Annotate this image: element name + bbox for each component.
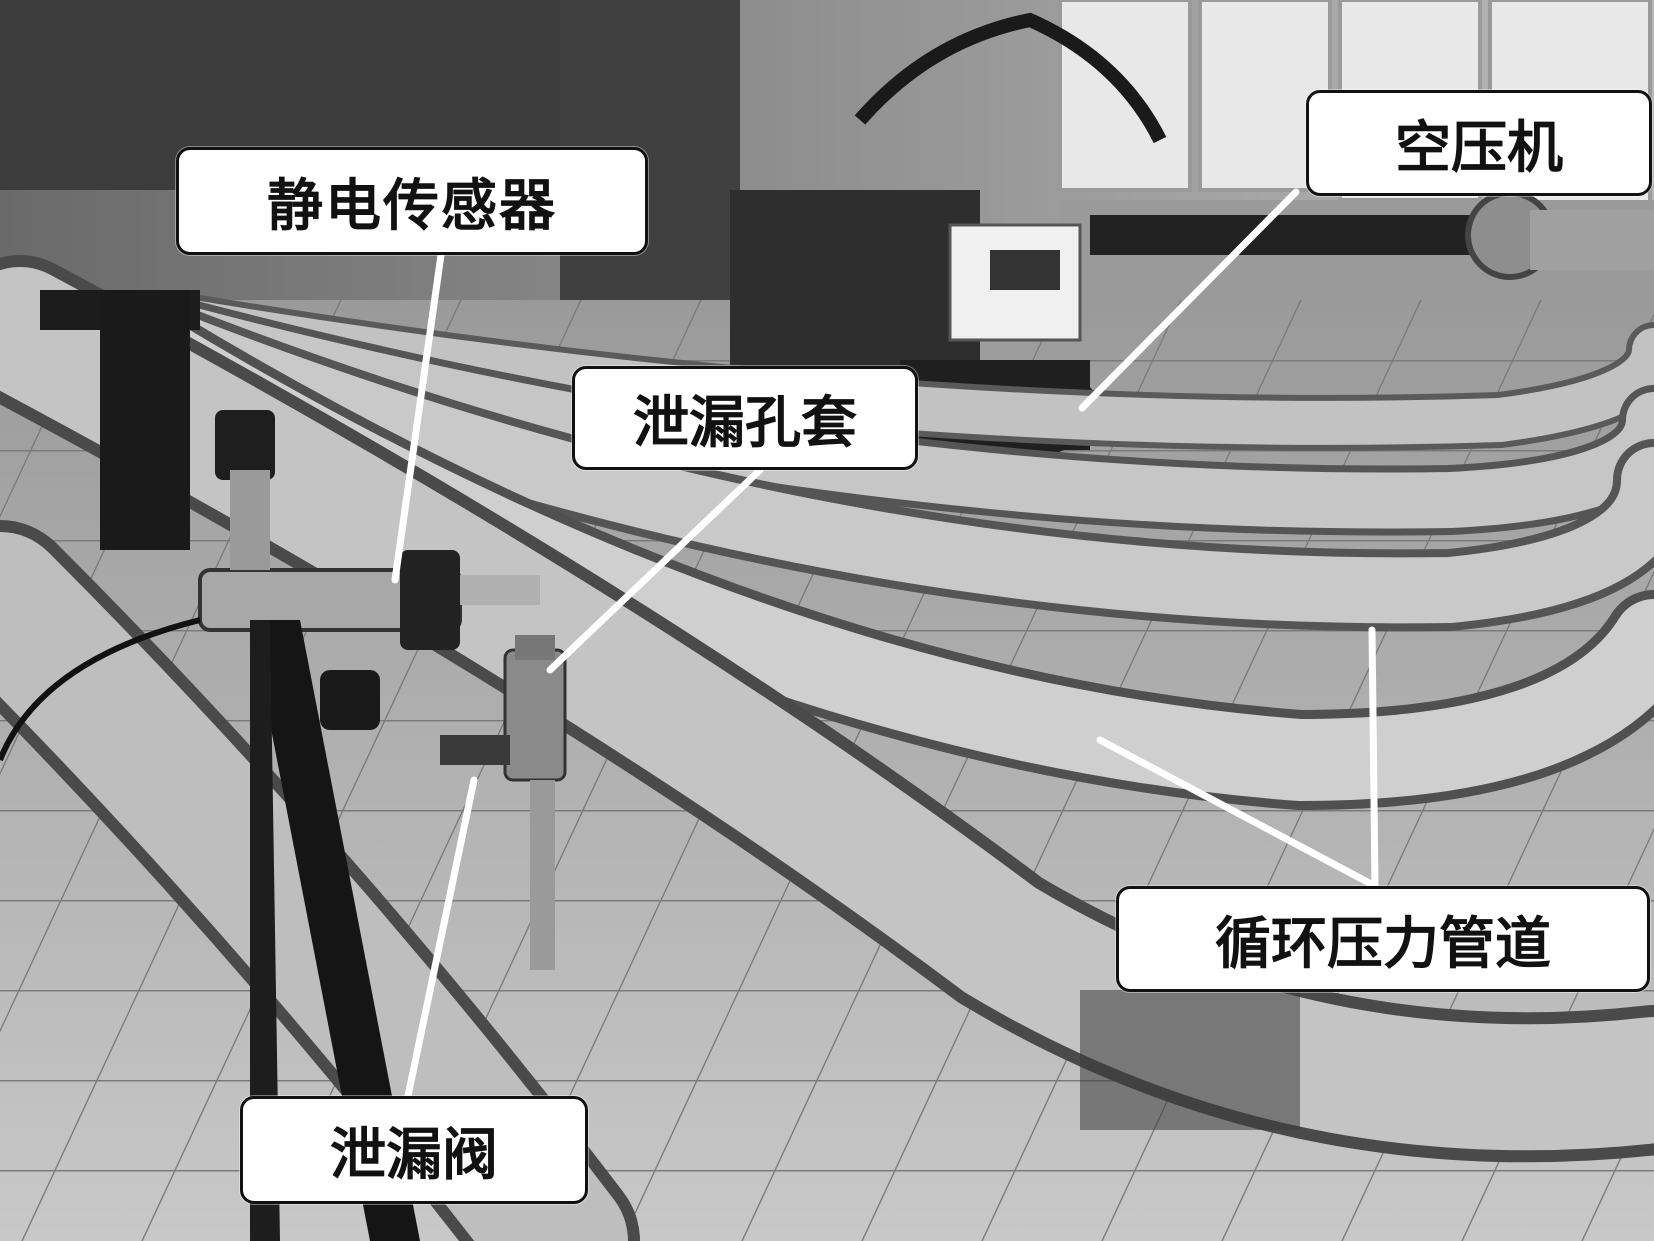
leader-sensor [391, 251, 445, 584]
leader-lines [391, 188, 1379, 1100]
label-static-sensor-text: 静电传感器 [267, 172, 557, 239]
sensor-assembly [0, 290, 540, 1241]
leader-valve [404, 776, 478, 1100]
label-leak-valve-text: 泄漏阀 [330, 1121, 498, 1188]
label-air-compressor-text: 空压机 [1395, 114, 1563, 181]
label-leak-valve: 泄漏阀 [240, 1096, 588, 1204]
label-circulating-pipeline-text: 循环压力管道 [1215, 910, 1551, 977]
label-static-sensor: 静电传感器 [176, 147, 648, 255]
label-leak-hole-sleeve: 泄漏孔套 [572, 366, 918, 470]
leader-sleeve [546, 466, 764, 674]
label-leak-hole-sleeve-text: 泄漏孔套 [633, 389, 857, 456]
leak-valve-body [440, 635, 567, 970]
leader-pipeline-a [1096, 736, 1379, 890]
label-air-compressor: 空压机 [1306, 90, 1652, 196]
leader-pipeline-b [1368, 626, 1379, 890]
leader-compressor [1078, 188, 1300, 412]
label-circulating-pipeline: 循环压力管道 [1116, 886, 1650, 992]
pipelines [0, 255, 1654, 1241]
